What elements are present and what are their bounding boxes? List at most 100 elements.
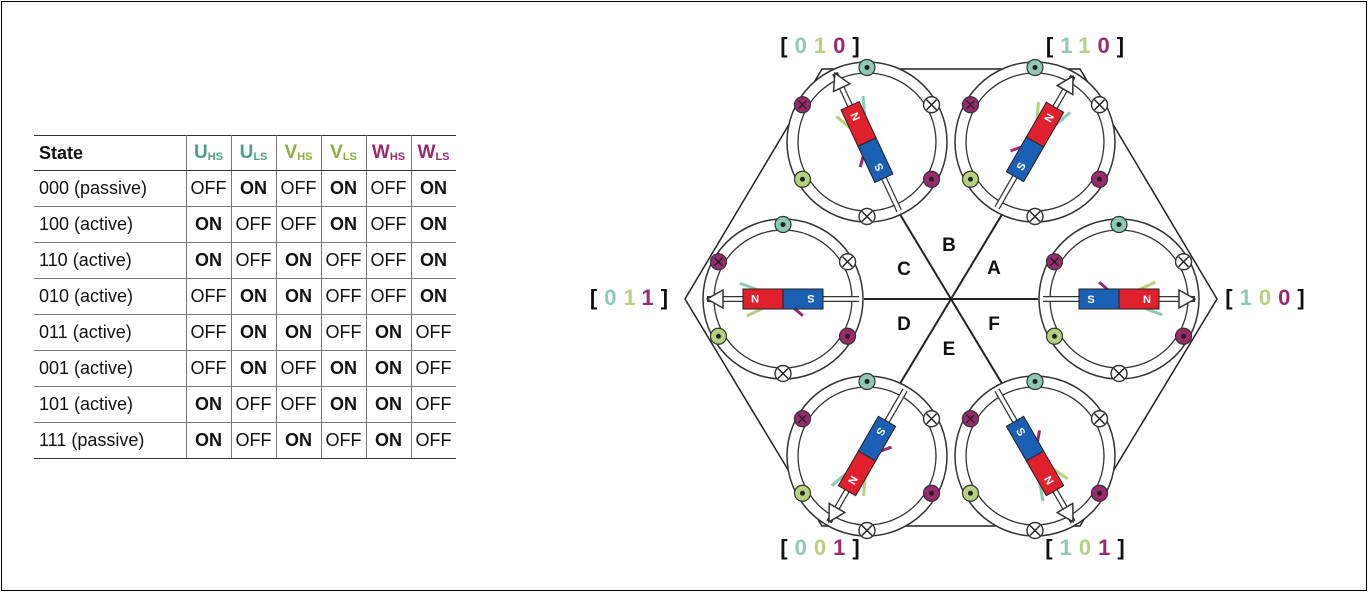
sector-label: B (942, 235, 956, 256)
state-bit: 1 (642, 285, 654, 310)
bracket-open: [ (1046, 33, 1054, 58)
state-bit: 1 (814, 33, 826, 58)
col-header-state: State (34, 135, 187, 171)
coil-cross-icon (1026, 207, 1044, 226)
sector-label: D (897, 314, 911, 335)
col-header-w-ls: WLS (410, 135, 456, 171)
coil-dot-icon (793, 170, 812, 188)
state-bit: 0 (795, 33, 807, 58)
switch-cell: ON (320, 206, 367, 243)
switch-cell: ON (365, 350, 412, 387)
coil-cross-icon (1174, 253, 1193, 271)
magnet-north (1025, 450, 1065, 497)
pole-s-label: S (1087, 294, 1094, 306)
bracket-open: [ (1225, 285, 1233, 310)
state-bit: 1 (623, 285, 635, 310)
switch-cell: ON (230, 350, 277, 387)
bracket-close: ] (1297, 285, 1304, 310)
coil-dot-icon (793, 484, 812, 502)
pole-s-label: S (807, 292, 814, 304)
coil-filled-icon (961, 96, 980, 114)
sector-label: C (897, 259, 911, 280)
coil-dot-icon (1110, 215, 1128, 234)
state-cell: 011 (active) (34, 314, 187, 351)
switch-cell: OFF (410, 350, 456, 387)
switch-cell: ON (410, 170, 456, 207)
switch-cell: ON (365, 314, 412, 351)
state-bit: 1 (1060, 33, 1072, 58)
bracket-open: [ (780, 33, 788, 58)
switch-cell: OFF (365, 278, 412, 315)
rotor-magnet: NS (840, 100, 894, 184)
coil-filled-icon (961, 410, 980, 428)
coil-dot-icon (838, 327, 857, 345)
state-cell: 010 (active) (34, 278, 187, 315)
switch-cell: OFF (230, 242, 277, 279)
switch-cell: OFF (230, 206, 277, 243)
coil-cross-icon (858, 521, 876, 540)
switch-cell: ON (185, 386, 232, 423)
coil-cross-icon (838, 253, 857, 271)
state-bit: 1 (1240, 285, 1252, 310)
bracket-close: ] (852, 535, 859, 560)
state-table: State UHS ULS VHS VLS WHS WLS 000 (passi… (34, 135, 456, 459)
bracket-close: ] (661, 285, 668, 310)
col-header-u-hs: UHS (185, 135, 232, 171)
pole-n-label: N (1143, 294, 1151, 306)
state-cell: 101 (active) (34, 386, 187, 423)
switch-cell: ON (185, 242, 232, 279)
switch-cell: ON (410, 278, 456, 315)
coil-dot-icon (922, 170, 941, 188)
state-bit: 0 (795, 535, 807, 560)
bracket-open: [ (780, 535, 788, 560)
switch-cell: OFF (410, 386, 456, 423)
coil-filled-icon (1045, 253, 1064, 271)
coil-dot-icon (922, 484, 941, 502)
switch-cell: OFF (230, 386, 277, 423)
switch-cell: ON (410, 206, 456, 243)
switch-cell: OFF (365, 242, 412, 279)
sector-label: A (987, 258, 1001, 279)
switch-cell: OFF (275, 386, 322, 423)
state-cell: 111 (passive) (34, 422, 187, 459)
state-bit: 0 (814, 535, 826, 560)
switch-cell: ON (185, 206, 232, 243)
bracket-close: ] (1117, 33, 1124, 58)
col-header-w-hs: WHS (365, 135, 412, 171)
switch-cell: ON (275, 278, 322, 315)
state-bit: 0 (1278, 285, 1290, 310)
coil-cross-icon (1110, 364, 1128, 383)
state-bit: 0 (604, 285, 616, 310)
field-arrowhead (1055, 502, 1074, 524)
switch-cell: OFF (320, 278, 367, 315)
bracket-close: ] (1117, 535, 1124, 560)
sector-label: E (943, 339, 956, 360)
magnet-north (837, 450, 877, 497)
field-arrowhead (705, 288, 724, 310)
coil-cross-icon (1026, 521, 1044, 540)
switch-cell: OFF (320, 242, 367, 279)
switch-cell: OFF (410, 422, 456, 459)
switch-cell: ON (320, 350, 367, 387)
coil-dot-icon (1174, 327, 1193, 345)
switch-cell: ON (275, 242, 322, 279)
coil-dot-icon (961, 484, 980, 502)
switch-cell: OFF (410, 314, 456, 351)
coil-dot-icon (858, 58, 876, 77)
magnet-north (1118, 288, 1160, 310)
